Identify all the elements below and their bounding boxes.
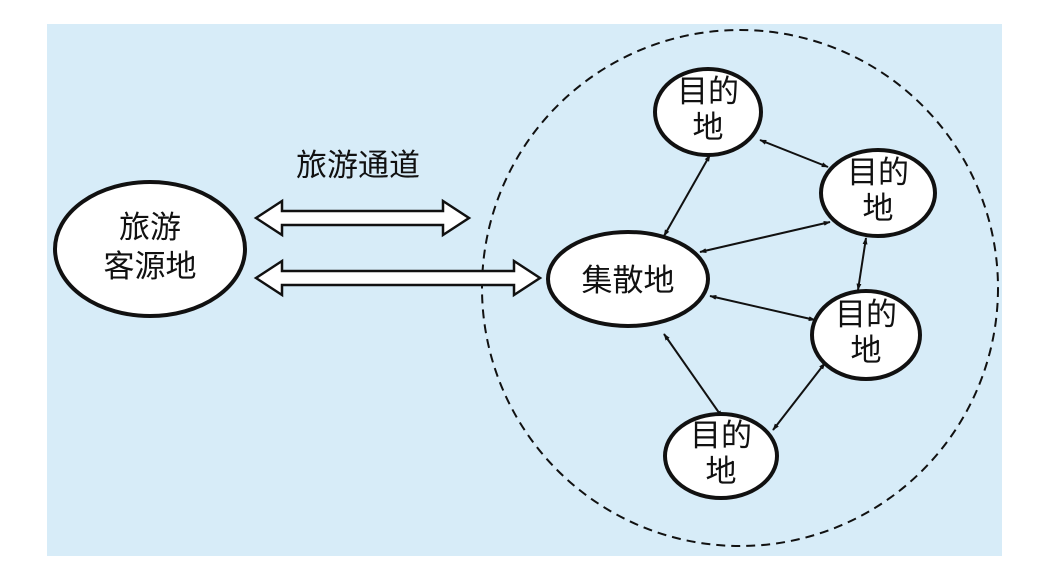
link-destination-lower-right-bottom (772, 362, 826, 431)
destination-region-boundary (481, 29, 999, 547)
link-hub-destination-top (663, 154, 711, 237)
channel-arrow-upper (253, 198, 472, 238)
link-hub-destination-lower-right (709, 295, 816, 321)
link-hub-destination-bottom (663, 333, 723, 418)
destination-lower-right-line1: 目的 (835, 297, 897, 333)
origin-label-line2: 客源地 (104, 249, 197, 285)
destination-node-upper-right: 目的 地 (819, 148, 937, 238)
origin-label-line1: 旅游 (119, 210, 181, 246)
link-hub-destination-upper-right (699, 221, 831, 253)
origin-node: 旅游 客源地 (53, 180, 247, 318)
destination-bottom-line2: 地 (706, 454, 737, 490)
network-links (663, 139, 868, 431)
destination-node-lower-right: 目的 地 (810, 289, 922, 381)
link-destination-top-upper-right (759, 139, 829, 168)
destination-top-line1: 目的 (677, 74, 739, 110)
destination-node-top: 目的 地 (653, 67, 763, 157)
destination-node-bottom: 目的 地 (663, 412, 779, 500)
link-destination-upper-right-lower-right (856, 237, 868, 291)
destination-lower-right-line2: 地 (851, 333, 882, 369)
hub-label: 集散地 (582, 263, 675, 299)
destination-upper-right-line2: 地 (863, 191, 894, 227)
channel-arrow-lower (253, 258, 543, 298)
destination-upper-right-line1: 目的 (847, 155, 909, 191)
channel-label: 旅游通道 (296, 148, 420, 184)
destination-top-line2: 地 (693, 110, 724, 146)
destination-bottom-line1: 目的 (690, 418, 752, 454)
hub-node: 集散地 (546, 230, 710, 328)
